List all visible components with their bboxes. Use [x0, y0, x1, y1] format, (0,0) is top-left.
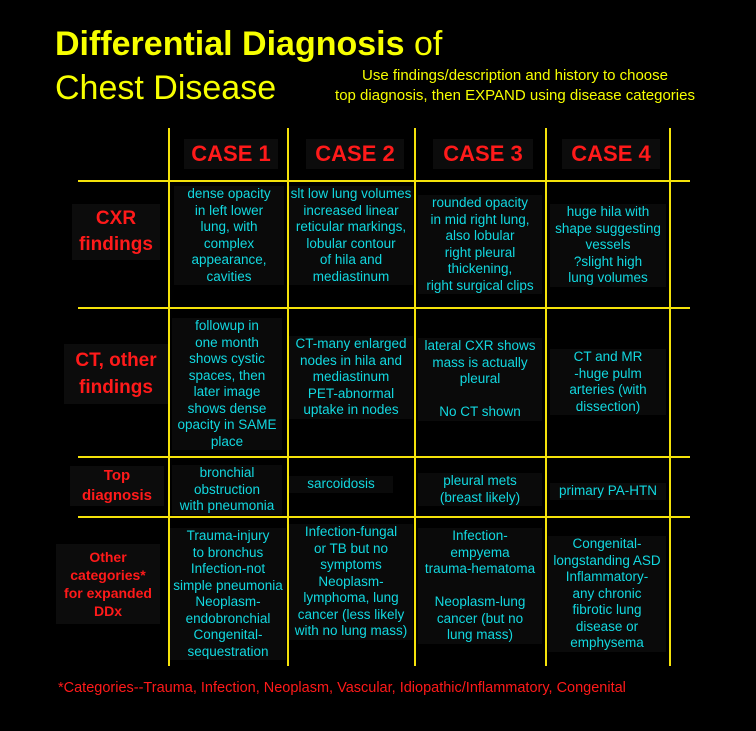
grid-line-col1-left — [168, 128, 170, 666]
cell-cxr-case-2: slt low lung volumes increased linear re… — [289, 186, 413, 285]
grid-line-header-bottom — [78, 180, 690, 182]
cell-top-dx-case-2: sarcoidosis — [289, 476, 393, 493]
title-tail: of — [404, 25, 443, 63]
column-header-case-4: CASE 4 — [562, 139, 660, 169]
title-bold: Differential Diagnosis — [55, 25, 405, 63]
cell-other-case-4: Congenital- longstanding ASD Inflammator… — [548, 536, 666, 652]
grid-line-row3-bottom — [78, 516, 690, 518]
row-label-cxr-findings: CXR findings — [72, 204, 160, 260]
cell-cxr-case-3: rounded opacity in mid right lung, also … — [418, 195, 542, 294]
row-label-other-categories: Other categories* for expanded DDx — [56, 544, 160, 624]
cell-ct-case-1: followup in one month shows cystic space… — [172, 318, 282, 450]
row-label-ct-other-findings: CT, other findings — [64, 344, 168, 404]
column-header-case-3: CASE 3 — [433, 139, 533, 169]
grid-line-row2-bottom — [78, 456, 690, 458]
grid-line-col3-left — [414, 128, 416, 666]
grid-line-col4-left — [545, 128, 547, 666]
cell-top-dx-case-3: pleural mets (breast likely) — [418, 473, 542, 506]
column-header-case-1: CASE 1 — [184, 139, 278, 169]
grid-line-row1-bottom — [78, 307, 690, 309]
cell-ct-case-4: CT and MR -huge pulm arteries (with diss… — [550, 349, 666, 415]
title-line2: Chest Disease — [55, 69, 277, 107]
subtitle: Use findings/description and history to … — [335, 67, 695, 104]
cell-ct-case-3: lateral CXR shows mass is actually pleur… — [418, 338, 542, 421]
cell-ct-case-2: CT-many enlarged nodes in hila and media… — [289, 336, 413, 419]
cell-cxr-case-4: huge hila with shape suggesting vessels … — [550, 204, 666, 287]
cell-other-case-2: Infection-fungal or TB but no symptoms N… — [289, 524, 413, 640]
cell-other-case-1: Trauma-injury to bronchus Infection-not … — [170, 528, 286, 660]
row-label-top-diagnosis: Top diagnosis — [70, 466, 164, 506]
column-header-case-2: CASE 2 — [306, 139, 404, 169]
grid-line-right-edge — [669, 128, 671, 666]
cell-top-dx-case-4: primary PA-HTN — [550, 483, 666, 500]
cell-cxr-case-1: dense opacity in left lower lung, with c… — [174, 186, 284, 285]
grid-line-col2-left — [287, 128, 289, 666]
cell-other-case-3: Infection- empyema trauma-hematoma Neopl… — [418, 528, 542, 644]
cell-top-dx-case-1: bronchial obstruction with pneumonia — [172, 465, 282, 515]
footnote: *Categories--Trauma, Infection, Neoplasm… — [58, 680, 626, 696]
